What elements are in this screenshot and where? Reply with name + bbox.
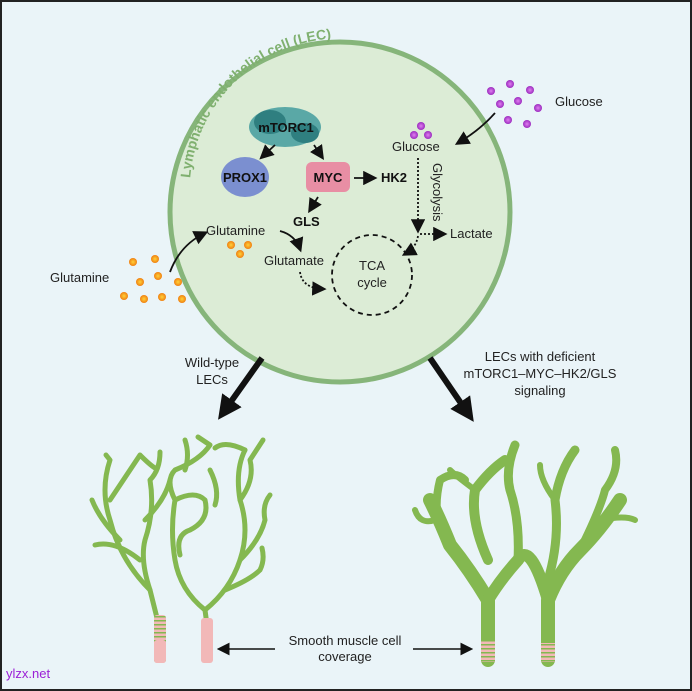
deficient-smc-right <box>541 643 555 662</box>
tca-label-1: TCA <box>359 258 385 273</box>
glutamine-inside-label: Glutamine <box>206 223 265 238</box>
watermark: ylzx.net <box>6 666 51 681</box>
hk2-label: HK2 <box>381 170 407 185</box>
glycolysis-label: Glycolysis <box>430 163 445 222</box>
metabolic-arrows <box>299 158 448 296</box>
wild-type-vessel-network <box>89 434 273 633</box>
prox1-label: PROX1 <box>223 170 267 185</box>
glucose-inside-label: Glucose <box>392 139 440 154</box>
deficient-label-3: signaling <box>514 383 565 398</box>
tca-cycle-ring <box>331 234 413 316</box>
glutamine-outside-label: Glutamine <box>50 270 109 285</box>
glucose-molecules-outside <box>487 80 542 128</box>
mtorc1-complex: mTORC1 <box>249 107 321 147</box>
deficient-label-1: LECs with deficient <box>485 349 596 364</box>
signaling-arrows <box>169 112 496 273</box>
lactate-label: Lactate <box>450 226 493 241</box>
myc-protein: MYC <box>306 162 350 192</box>
tca-label-2: cycle <box>357 275 387 290</box>
deficient-vessel-network <box>412 440 638 667</box>
gls-label: GLS <box>293 214 320 229</box>
wild-type-smc-left-solid <box>154 640 166 663</box>
mtorc1-label: mTORC1 <box>258 120 313 135</box>
prox1-protein: PROX1 <box>221 157 269 197</box>
outcome-arrows <box>218 356 474 422</box>
smc-label-2: coverage <box>318 649 371 664</box>
myc-label: MYC <box>314 170 344 185</box>
deficient-label-2: mTORC1–MYC–HK2/GLS <box>464 366 617 381</box>
wild-type-smc-right <box>201 618 213 663</box>
wild-type-label-2: LECs <box>196 372 228 387</box>
wild-type-label-1: Wild-type <box>185 355 239 370</box>
smc-label-1: Smooth muscle cell <box>289 633 402 648</box>
glutamine-molecules-inside <box>227 241 252 258</box>
glucose-outside-label: Glucose <box>555 94 603 109</box>
deficient-smc-left <box>481 640 495 662</box>
glucose-molecules-inside <box>410 122 432 139</box>
glutamate-label: Glutamate <box>264 253 324 268</box>
glutamine-molecules-outside <box>120 255 186 303</box>
